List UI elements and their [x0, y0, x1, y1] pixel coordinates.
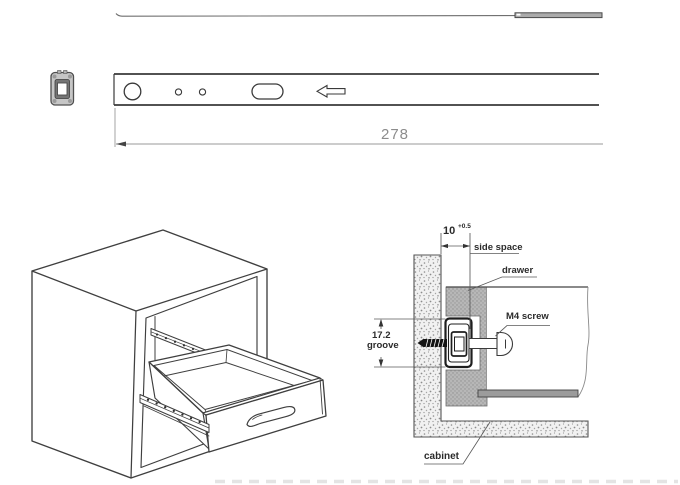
rail-mounting-hole-small-1: [174, 88, 183, 96]
cabinet-rail-upper: [150, 328, 209, 358]
cabinet-wall-section: [413, 254, 589, 438]
rail-direction-arrow: [315, 84, 346, 98]
installation-cross-section: [374, 233, 590, 465]
slide-end-view-icon: [50, 70, 75, 106]
side-space-value-label: 10: [443, 225, 456, 237]
drawer-isometric: [148, 344, 327, 453]
drawer-body-section: [487, 287, 589, 397]
slide-top-view: [115, 12, 603, 19]
slide-profile-section: [444, 317, 473, 369]
rail-length-dimension-label: 278: [381, 126, 410, 143]
groove-label: groove: [367, 340, 399, 351]
cabinet-rail-lower: [139, 394, 210, 437]
drawer-leader: [467, 276, 537, 291]
rail-slot: [251, 83, 284, 100]
slide-front-view: [113, 73, 599, 106]
m4-screw-label: M4 screw: [506, 311, 549, 322]
groove-value-label: 17.2: [372, 330, 391, 341]
length-dimension: [114, 108, 603, 147]
m4-screw-leader: [495, 325, 550, 337]
side-space-label: side space: [474, 242, 523, 253]
rail-mounting-hole-large: [123, 82, 142, 101]
rail-mounting-hole-small-2: [198, 88, 207, 96]
cabinet-leader: [424, 421, 491, 465]
drawer-bottom-section: [477, 389, 579, 398]
cabinet-drawer-isometric: [31, 229, 327, 479]
wall-screw: [417, 338, 447, 348]
m4-screw: [468, 331, 513, 357]
drawer-handle: [246, 405, 296, 428]
side-space-tolerance-label: +0.5: [458, 223, 471, 230]
drawer-label: drawer: [502, 265, 534, 276]
cabinet-label: cabinet: [424, 451, 460, 462]
section-dimensions: [374, 233, 550, 465]
